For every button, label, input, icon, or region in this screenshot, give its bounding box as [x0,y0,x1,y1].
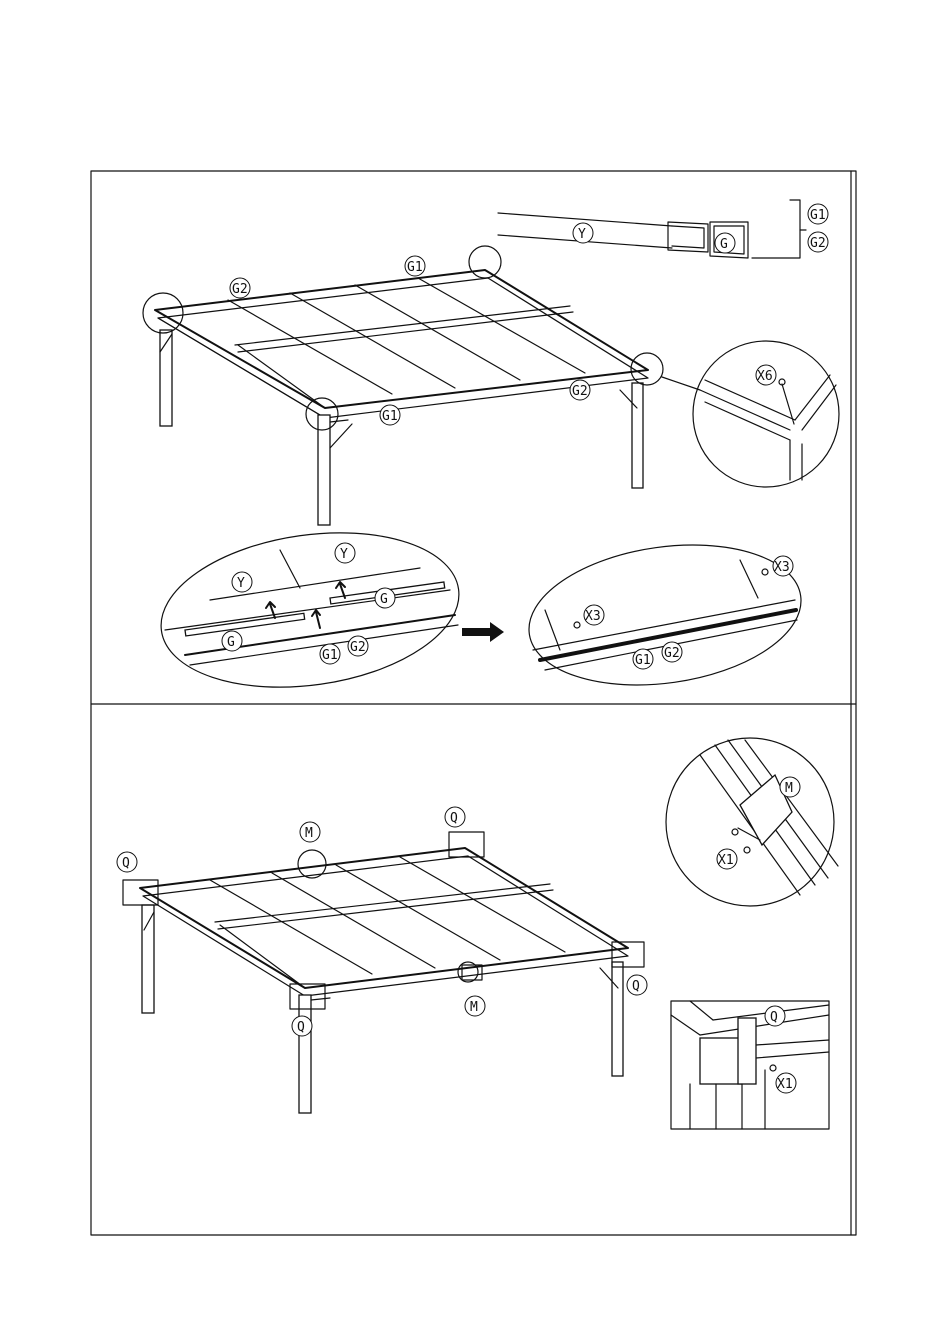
label-x6: X6 [757,369,773,384]
label-q-left: Q [122,856,130,871]
label-g-right: G [380,592,388,607]
label-q-right: Q [632,979,640,994]
label-q-front: Q [297,1020,305,1035]
label-g1-fixed: G1 [635,653,651,668]
label-m-back: M [305,826,313,841]
label-g1-slide: G1 [322,648,338,663]
label-g1-back: G1 [407,260,423,275]
label-m-front: M [470,1000,478,1015]
label-g2-front: G2 [572,384,588,399]
detail-x6: X6 [693,341,839,487]
step1-panel: Y G G1 G2 [143,200,839,705]
detail-fixed: X3 X3 G1 G2 [520,529,810,702]
detail-slide: Y Y G G G1 G2 [151,515,469,705]
arrow-right-icon [462,622,504,642]
screw-icon [732,829,738,835]
detail-q: Q X1 [671,1001,829,1129]
label-x3-left: X3 [585,609,601,624]
label-g2: G2 [810,236,826,251]
label-x3-right: X3 [774,560,790,575]
label-q-back: Q [450,811,458,826]
label-g: G [720,237,728,252]
label-g1-front: G1 [382,409,398,424]
profile-callout: Y G G1 G2 [498,200,828,258]
step2-panel: Q M Q Q Q M M X1 [117,738,838,1129]
label-g1: G1 [810,208,826,223]
label-m-detail: M [785,781,793,796]
screw-icon [762,569,768,575]
label-y-top: Y [340,547,348,562]
label-q-detail: Q [770,1010,778,1025]
label-g-left: G [227,635,235,650]
screw-icon [574,622,580,628]
detail-m: M X1 [666,738,838,906]
label-g2-fixed: G2 [664,646,680,661]
label-y-left: Y [237,576,245,591]
screw-icon [770,1065,776,1071]
arrow-up-icon [312,610,320,628]
label-y: Y [578,227,586,242]
label-x1-m: X1 [718,853,734,868]
screw-icon [744,847,750,853]
label-g2-slide: G2 [350,640,366,655]
gazebo-roof-step1: G1 G2 G2 G1 [143,246,700,525]
gazebo-roof-step2: Q M Q Q Q M [117,807,647,1113]
label-g2-left: G2 [232,282,248,297]
label-x1-q: X1 [777,1077,793,1092]
arrow-up-icon [336,582,345,598]
